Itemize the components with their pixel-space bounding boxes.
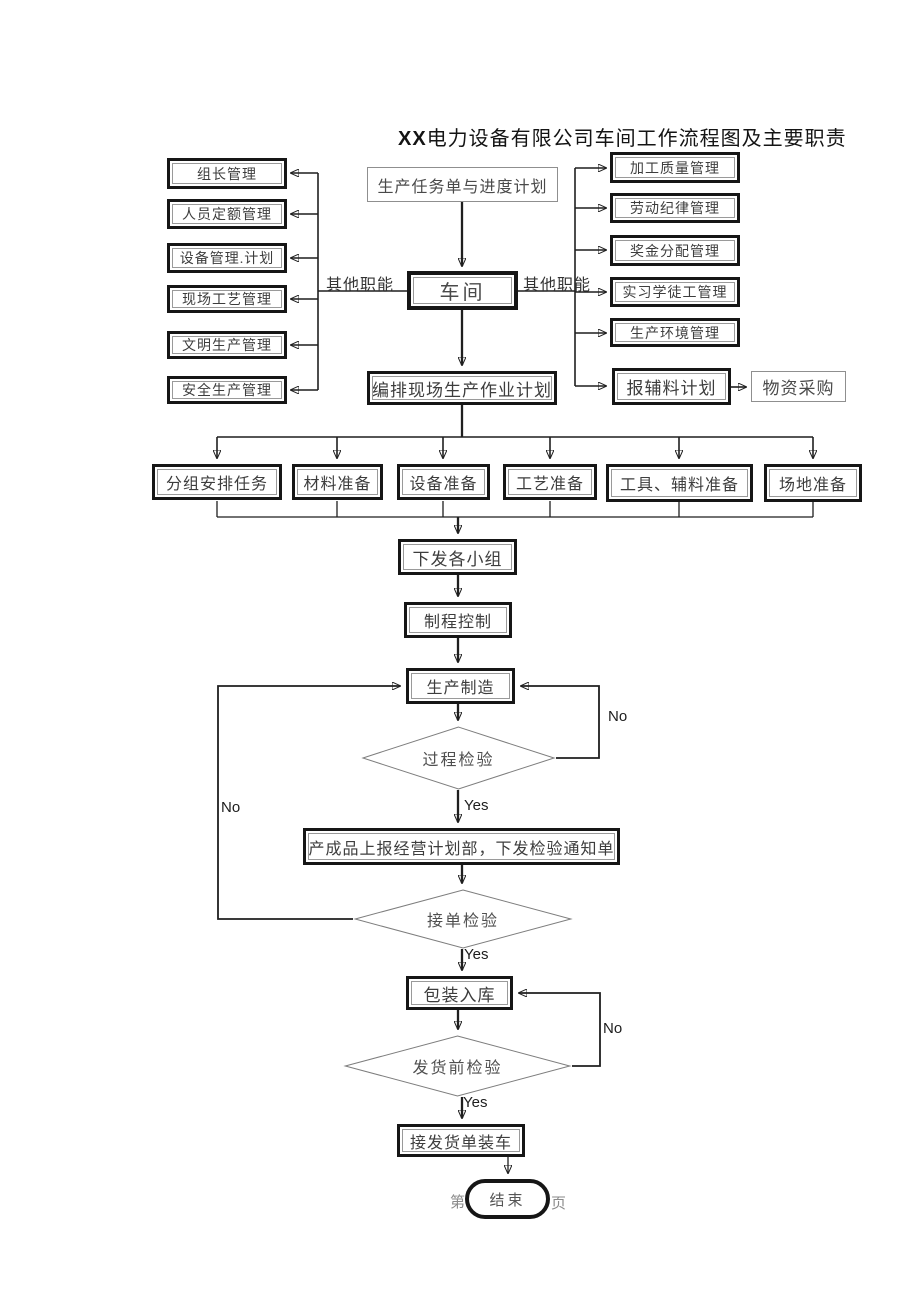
duty-box-safety-production: 安全生产管理 <box>167 376 287 404</box>
label-no-order-inspection: No <box>221 799 241 816</box>
label-other-functions-right: 其他职能 <box>523 277 592 294</box>
footer-page-prefix: 第 <box>450 1195 466 1211</box>
box-packing-storage: 包装入库 <box>406 976 513 1010</box>
prep-box-material: 材料准备 <box>292 464 383 500</box>
duty-box-labor-discipline: 劳动纪律管理 <box>610 193 740 223</box>
box-auxiliary-material-plan: 报辅料计划 <box>612 368 731 405</box>
diamond-process-inspection: 过程检验 <box>361 726 556 790</box>
box-dispatch-groups: 下发各小组 <box>398 539 517 575</box>
box-process-control: 制程控制 <box>404 602 512 638</box>
duty-box-equipment-mgmt: 设备管理.计划 <box>167 243 287 273</box>
page-title: XX电力设备有限公司车间工作流程图及主要职责 <box>398 122 847 151</box>
box-loading-by-delivery-note: 接发货单装车 <box>397 1124 525 1157</box>
prep-box-tools-auxiliary: 工具、辅料准备 <box>606 464 753 502</box>
label-yes-process-inspection: Yes <box>464 797 489 814</box>
box-report-inspection-notice: 产成品上报经营计划部，下发检验通知单 <box>303 828 620 865</box>
prep-box-site: 场地准备 <box>764 464 862 502</box>
box-material-procurement: 物资采购 <box>751 371 846 402</box>
duty-box-civilized-production: 文明生产管理 <box>167 331 287 359</box>
box-workshop: 车间 <box>407 271 518 310</box>
label-other-functions-left: 其他职能 <box>326 277 395 294</box>
label-yes-preship-inspection: Yes <box>463 1094 488 1111</box>
box-manufacture: 生产制造 <box>406 668 515 704</box>
footer-page-suffix: 页 <box>551 1196 567 1212</box>
diamond-label: 发货前检验 <box>412 1060 503 1077</box>
diamond-shape <box>353 889 573 949</box>
prep-box-craft: 工艺准备 <box>503 464 597 500</box>
label-no-process-inspection: No <box>608 708 628 725</box>
duty-box-production-environment: 生产环境管理 <box>610 318 740 347</box>
box-schedule-plan: 编排现场生产作业计划 <box>367 371 557 405</box>
duty-box-bonus-allocation: 奖金分配管理 <box>610 235 740 266</box>
duty-box-apprentice-mgmt: 实习学徒工管理 <box>610 277 740 307</box>
duty-box-site-craft: 现场工艺管理 <box>167 285 287 313</box>
prep-box-equipment: 设备准备 <box>397 464 490 500</box>
diamond-order-inspection: 接单检验 <box>353 889 573 949</box>
prep-box-assign-tasks: 分组安排任务 <box>152 464 282 500</box>
title-prefix: XX <box>398 128 427 150</box>
terminator-end: 结束 <box>465 1179 550 1219</box>
diamond-shape <box>361 726 556 790</box>
diamond-label: 过程检验 <box>422 752 495 769</box>
duty-box-process-quality: 加工质量管理 <box>610 152 740 183</box>
duty-box-group-leader: 组长管理 <box>167 158 287 189</box>
diamond-label: 接单检验 <box>426 913 499 930</box>
label-no-preship-inspection: No <box>603 1020 623 1037</box>
title-main: 电力设备有限公司车间工作流程图及主要职责 <box>426 128 847 150</box>
label-yes-order-inspection: Yes <box>464 946 489 963</box>
duty-box-personnel-quota: 人员定额管理 <box>167 199 287 229</box>
diamond-shape <box>343 1035 572 1097</box>
diamond-preship-inspection: 发货前检验 <box>343 1035 572 1097</box>
box-task-plan: 生产任务单与进度计划 <box>367 167 558 202</box>
